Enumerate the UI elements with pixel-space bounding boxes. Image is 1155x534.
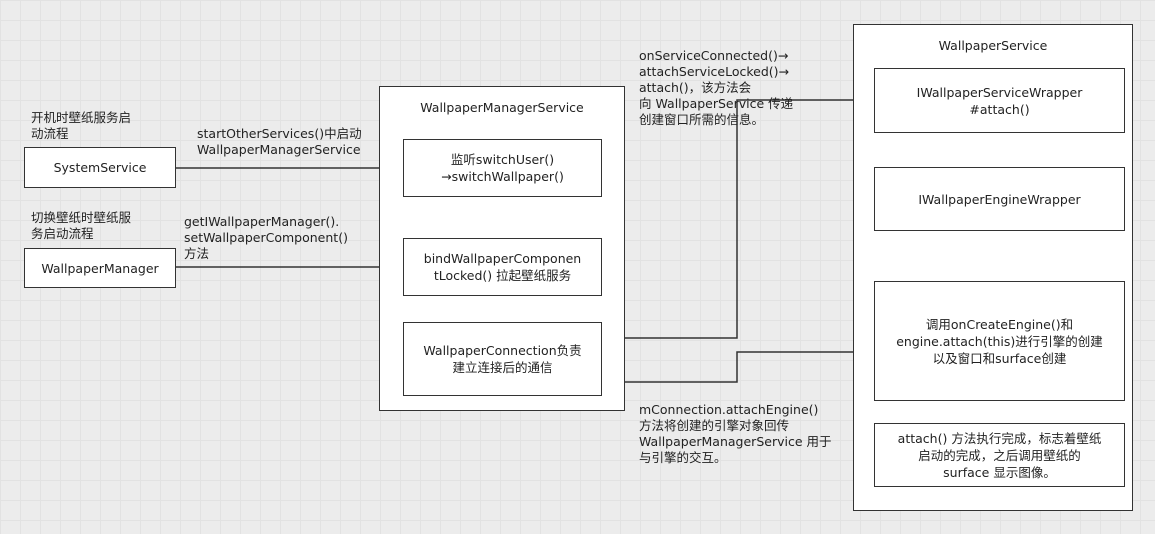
wms-switch-user-node[interactable]: 监听switchUser() →switchWallpaper(): [403, 139, 602, 197]
label-attach-engine: mConnection.attachEngine() 方法将创建的引擎对象回传 …: [639, 402, 832, 465]
wms-connection-node[interactable]: WallpaperConnection负责 建立连接后的通信: [403, 322, 602, 396]
edge-connection-to-servicewrapper: [601, 96, 871, 339]
label-service-connected: onServiceConnected()→ attachServiceLocke…: [639, 48, 794, 127]
note-switch-flow: 切换壁纸时壁纸服 务启动流程: [31, 210, 132, 241]
wms-bind-component-node[interactable]: bindWallpaperComponen tLocked() 拉起壁纸服务: [403, 238, 602, 296]
edge-createengine-to-connection: [603, 351, 874, 386]
wallpaper-manager-node[interactable]: WallpaperManager: [24, 248, 176, 288]
ws-engine-wrapper-node[interactable]: IWallpaperEngineWrapper: [874, 167, 1125, 231]
ws-create-engine-node[interactable]: 调用onCreateEngine()和 engine.attach(this)进…: [874, 281, 1125, 401]
wms-title: WallpaperManagerService: [420, 100, 584, 115]
ws-title: WallpaperService: [938, 38, 1048, 53]
note-system-flow: 开机时壁纸服务启 动流程: [31, 110, 132, 141]
label-start-other-services: startOtherServices()中启动 WallpaperManager…: [197, 126, 362, 157]
label-set-wallpaper-component: getIWallpaperManager(). setWallpaperComp…: [184, 214, 348, 261]
ws-attach-done-node[interactable]: attach() 方法执行完成，标志着壁纸 启动的完成，之后调用壁纸的 surf…: [874, 423, 1125, 487]
system-service-node[interactable]: SystemService: [24, 147, 176, 188]
ws-service-wrapper-node[interactable]: IWallpaperServiceWrapper #attach(): [874, 68, 1125, 133]
